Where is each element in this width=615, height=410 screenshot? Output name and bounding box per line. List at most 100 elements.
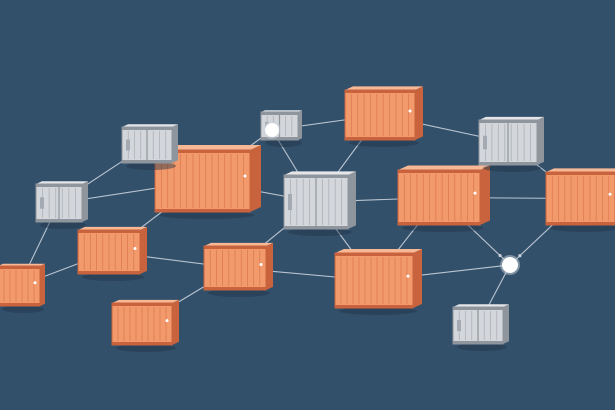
container-front (397, 169, 481, 226)
container-bottom-rail (78, 271, 140, 274)
container-shadow (40, 221, 86, 229)
container-bottom-rail (398, 222, 480, 225)
container-top-rail (112, 303, 172, 306)
container-light (406, 274, 410, 278)
container-light (243, 174, 247, 178)
container-light (165, 319, 169, 323)
container-bottom-rail (479, 162, 537, 165)
container-bottom-rail (0, 303, 40, 306)
container-bottom-rail (453, 341, 503, 344)
container-top (155, 145, 261, 150)
container-bottom-rail (335, 305, 413, 308)
shipping-container-icon (0, 263, 45, 313)
container-side (250, 145, 261, 212)
container-vent (126, 139, 130, 151)
container-top (78, 226, 147, 230)
shipping-container-icon (397, 165, 490, 232)
container-top (398, 165, 490, 170)
container-side (348, 171, 356, 229)
container-shadow (339, 307, 417, 315)
hub-core (265, 123, 279, 137)
container-top-rail (0, 266, 40, 269)
container-light (608, 192, 612, 196)
container-top (0, 263, 45, 266)
container-side (413, 248, 422, 308)
container-top (345, 86, 423, 90)
container-vent (288, 193, 292, 211)
link-arrow-orange-far-right-hub-right (518, 254, 522, 258)
container-top-rail (398, 170, 480, 173)
container-front (334, 252, 414, 309)
container-side (480, 165, 490, 225)
container-light (133, 246, 137, 250)
container-side (266, 242, 273, 290)
link-arrow-orange-right-center-hub-right (498, 253, 502, 258)
container-top-rail (345, 90, 415, 93)
container-side (40, 263, 45, 306)
shipping-container-icon (545, 168, 615, 232)
container-top (546, 168, 615, 172)
container-top-rail (36, 184, 82, 187)
container-shadow (402, 224, 484, 232)
shipping-container-icon (77, 226, 147, 281)
container-shadow (483, 164, 541, 172)
container-side (172, 299, 179, 345)
container-bottom-rail (546, 222, 615, 225)
container-light (473, 191, 477, 195)
server-container-icon (478, 116, 544, 172)
container-bottom-rail (112, 342, 172, 345)
container-side (415, 86, 423, 140)
container-vent (40, 197, 44, 209)
container-bottom-rail (345, 137, 415, 140)
container-shadow (126, 162, 176, 170)
server-container-icon (283, 171, 356, 236)
container-top-rail (546, 172, 615, 175)
container-shadow (2, 305, 44, 313)
container-top (112, 299, 179, 303)
container-vent (483, 135, 487, 150)
container-bottom-rail (204, 287, 266, 290)
shipping-container-icon (344, 86, 423, 147)
container-front (344, 89, 416, 141)
container-top (453, 304, 509, 307)
container-top-rail (479, 120, 537, 123)
container-shadow (288, 228, 352, 236)
container-top-rail (155, 150, 250, 153)
container-light (408, 109, 412, 113)
container-bottom-rail (284, 226, 348, 229)
container-shadow (116, 344, 176, 352)
container-side (172, 124, 178, 163)
shipping-container-icon (203, 242, 273, 297)
container-top (36, 181, 88, 184)
container-shadow (349, 139, 419, 147)
container-side (82, 181, 88, 222)
container-top (284, 171, 356, 175)
container-top-rail (335, 253, 413, 256)
container-top-rail (122, 127, 172, 130)
container-side (503, 304, 509, 344)
container-shadow (457, 343, 507, 351)
container-vent (457, 319, 461, 332)
server-container-icon (35, 181, 88, 229)
container-top-rail (284, 175, 348, 178)
container-light (259, 262, 263, 266)
server-container-icon (452, 304, 509, 351)
container-side (298, 110, 302, 140)
container-top-rail (453, 307, 503, 310)
container-shadow (208, 289, 270, 297)
container-shadow (159, 211, 254, 219)
container-bottom-rail (155, 209, 250, 212)
container-top-rail (78, 230, 140, 233)
container-bottom-rail (261, 137, 298, 140)
container-front (0, 265, 41, 307)
container-shadow (82, 273, 144, 281)
shipping-container-icon (334, 248, 422, 315)
container-bottom-rail (36, 219, 82, 222)
container-top (335, 248, 422, 253)
hub-core (502, 257, 518, 273)
container-top-rail (204, 246, 266, 249)
container-bottom-rail (122, 160, 172, 163)
container-top-rail (261, 112, 298, 115)
nodes-layer (0, 86, 615, 352)
